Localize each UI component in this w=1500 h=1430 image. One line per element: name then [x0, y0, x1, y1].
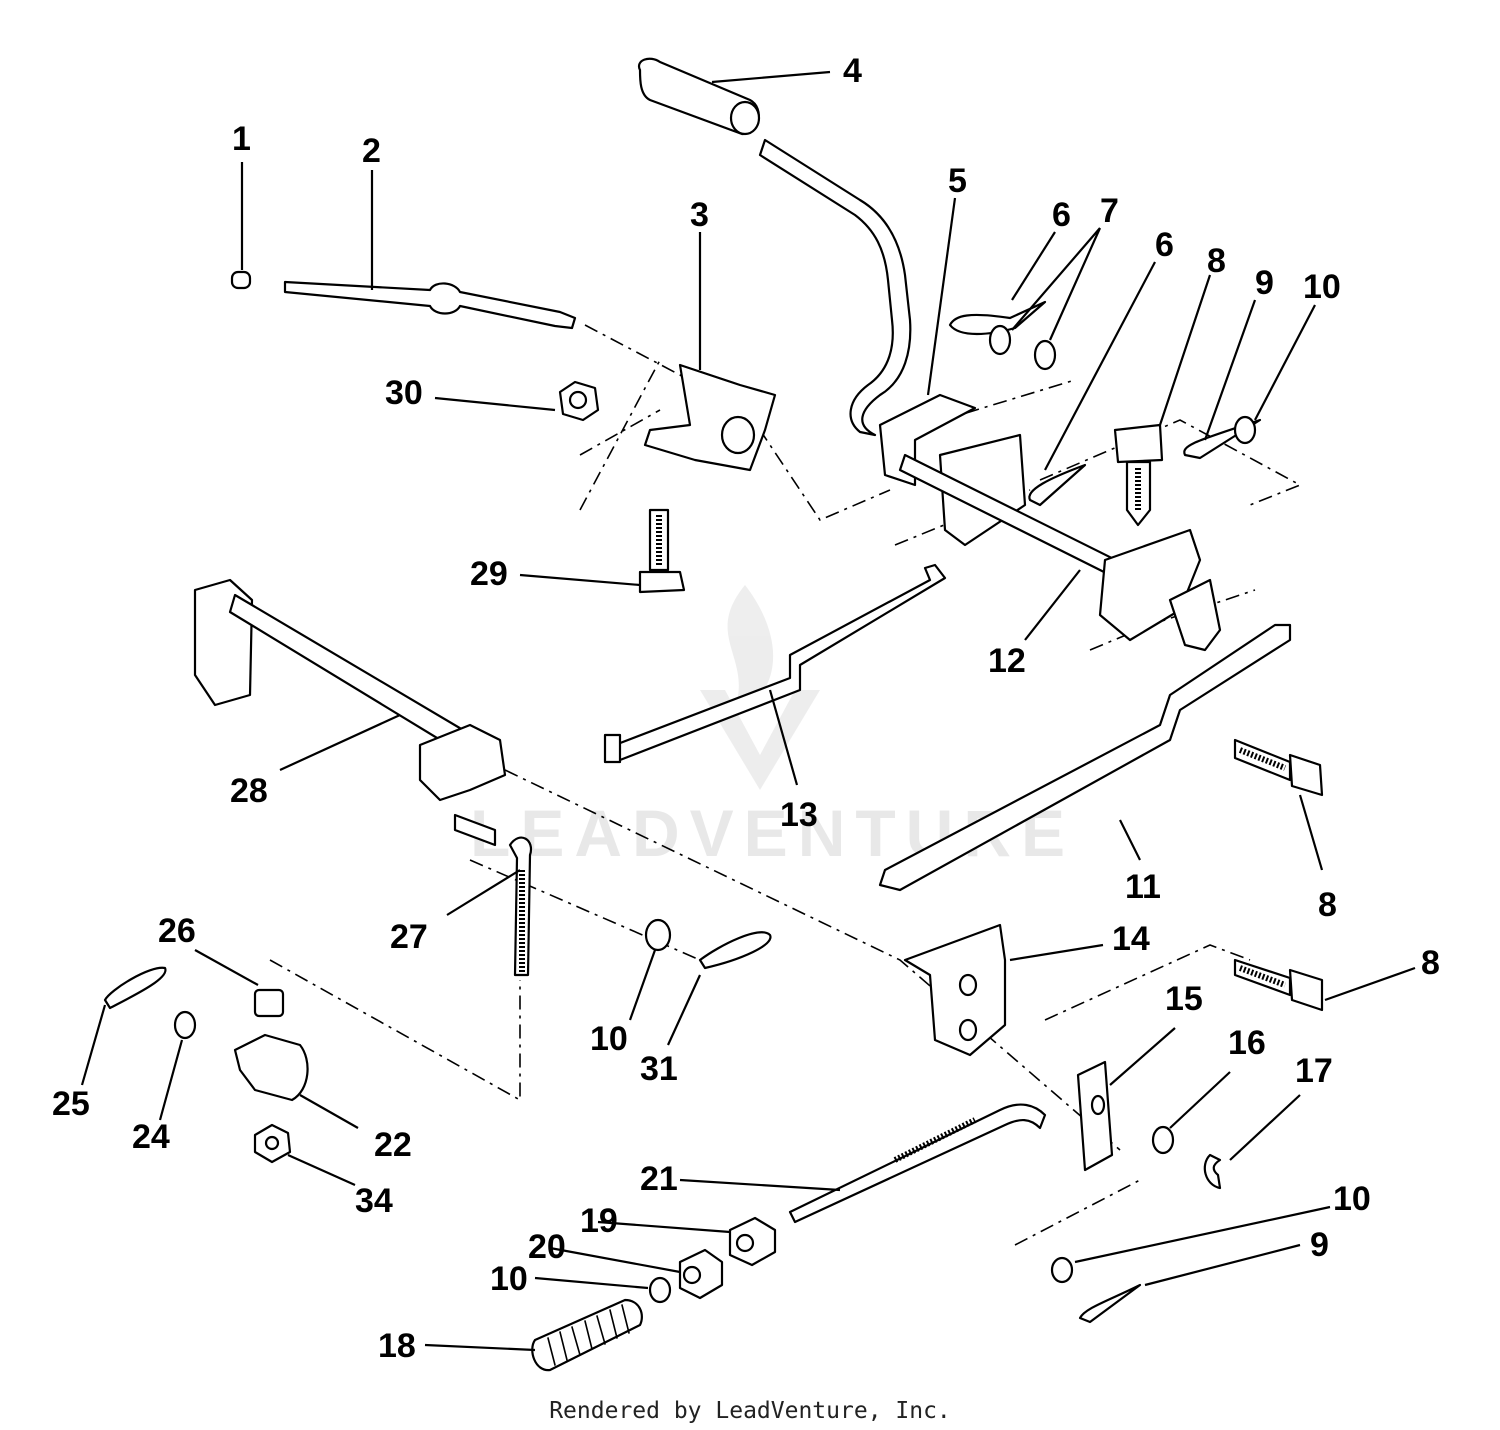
part-11-link-rod — [878, 623, 1292, 892]
callout-4: 4 — [843, 52, 862, 90]
callout-labels: 1 2 3 4 5 6 7 6 8 9 10 30 29 12 13 28 11… — [52, 52, 1440, 1365]
part-3-bracket — [643, 363, 777, 472]
callout-8-a: 8 — [1207, 242, 1226, 280]
part-18-spring — [531, 1298, 643, 1372]
part-13-link-rod — [603, 563, 947, 764]
part-12-shaft-bracket — [1098, 528, 1222, 652]
callout-22: 22 — [374, 1126, 412, 1164]
callout-30: 30 — [385, 374, 423, 412]
callout-2: 2 — [362, 132, 381, 170]
part-7-washers — [988, 324, 1057, 371]
part-28-cross-shaft — [193, 578, 507, 802]
part-1-cap — [230, 270, 252, 290]
part-2-rod — [283, 280, 577, 330]
callout-29: 29 — [470, 555, 508, 593]
callout-6-a: 6 — [1052, 196, 1071, 234]
callout-24: 24 — [132, 1118, 170, 1156]
callout-12: 12 — [988, 642, 1026, 680]
part-16-washer — [1151, 1125, 1175, 1155]
callout-11: 11 — [1125, 868, 1161, 906]
part-29-bolt — [638, 508, 686, 594]
callout-34: 34 — [355, 1182, 393, 1220]
part-4-handle-grip — [637, 57, 761, 136]
callout-14: 14 — [1112, 920, 1150, 958]
part-21-rod — [788, 1103, 1047, 1224]
callout-10-d: 10 — [490, 1260, 528, 1298]
leadventure-watermark: LEADVENTURE — [470, 585, 1065, 870]
part-24-washer — [173, 1010, 197, 1040]
callout-7: 7 — [1100, 192, 1119, 230]
callout-8-b: 8 — [1318, 886, 1337, 924]
callout-3: 3 — [690, 196, 709, 234]
callout-16: 16 — [1228, 1024, 1266, 1062]
callout-27: 27 — [390, 918, 428, 956]
callout-19: 19 — [580, 1202, 618, 1240]
callout-20: 20 — [528, 1228, 566, 1266]
part-30-nut — [558, 380, 600, 422]
callout-31: 31 — [640, 1050, 678, 1088]
callout-28: 28 — [230, 772, 268, 810]
callout-9-a: 9 — [1255, 264, 1274, 302]
callout-15: 15 — [1165, 980, 1203, 1018]
part-14-bracket — [903, 923, 1007, 1057]
part-8-bolt-horizontal-b — [1233, 958, 1324, 1012]
callout-26: 26 — [158, 912, 196, 950]
part-31-pin — [698, 931, 772, 970]
part-10-washer-c — [648, 1276, 672, 1304]
part-22-ferrule — [233, 1033, 309, 1102]
callout-25: 25 — [52, 1085, 90, 1123]
part-8-bolt-vertical — [1113, 423, 1164, 527]
part-9-pin-b — [1078, 1283, 1142, 1324]
rendered-by-footer: Rendered by LeadVenture, Inc. — [549, 1398, 951, 1424]
part-17-clip — [1203, 1153, 1222, 1190]
callout-10-c: 10 — [1333, 1180, 1371, 1218]
part-20-nut — [678, 1248, 724, 1300]
part-10-washer-a — [1233, 415, 1257, 445]
callout-13: 13 — [780, 796, 818, 834]
part-19-nut — [728, 1216, 777, 1267]
callout-10-a: 10 — [1303, 268, 1341, 306]
part-4-lever-rod — [758, 138, 912, 437]
part-25-pin — [103, 966, 167, 1010]
callout-17: 17 — [1295, 1052, 1333, 1090]
callout-6-b: 6 — [1155, 226, 1174, 264]
part-8-bolt-horizontal-a — [1233, 738, 1324, 797]
callout-21: 21 — [640, 1160, 678, 1198]
part-6-pin-b — [1028, 463, 1087, 507]
part-27-hook-bolt — [453, 813, 533, 977]
part-26-nut — [253, 988, 285, 1018]
callout-18: 18 — [378, 1327, 416, 1365]
callout-5: 5 — [948, 162, 967, 200]
part-34-nut — [253, 1123, 292, 1164]
part-10-washer-b — [644, 918, 672, 952]
leader-lines — [80, 70, 1416, 1352]
part-6-pin-a — [948, 300, 1047, 336]
part-15-plate — [1076, 1060, 1114, 1172]
callout-10-b: 10 — [590, 1020, 628, 1058]
callout-1: 1 — [232, 120, 251, 158]
part-10-washer-d — [1050, 1256, 1074, 1284]
callout-8-c: 8 — [1421, 944, 1440, 982]
callout-9-b: 9 — [1310, 1226, 1329, 1264]
